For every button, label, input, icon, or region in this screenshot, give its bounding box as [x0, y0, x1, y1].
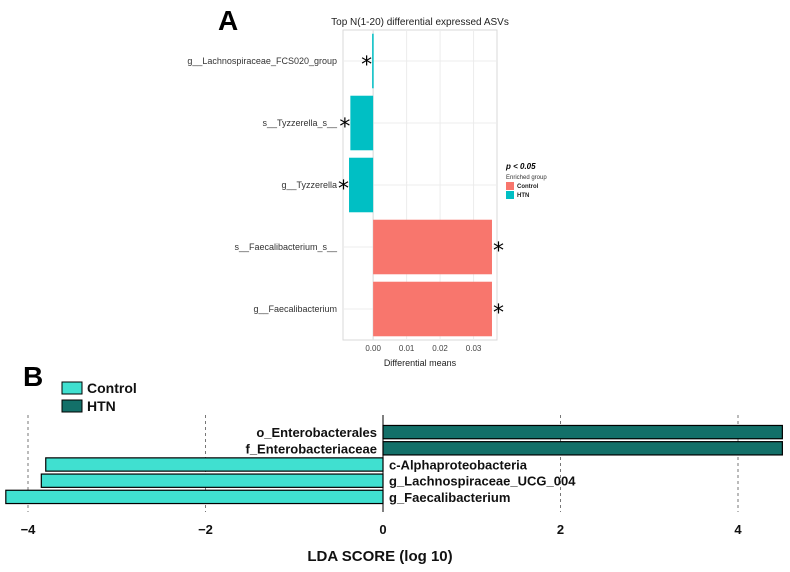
- panel-a-significance-marker-0: *: [361, 53, 372, 78]
- panel-a-bar-g-lachnospiraceae-fcs020-group: [372, 33, 374, 89]
- panel-a-significance-marker-3: *: [493, 239, 504, 264]
- panel-a-category-label-4: g__Faecalibacterium: [253, 304, 337, 314]
- panel-a-legend-swatch-control: [506, 182, 514, 190]
- panel-a-letter: A: [218, 5, 238, 36]
- panel-a-x-tick-0: 0.00: [365, 344, 381, 353]
- panel-a-category-label-2: g__Tyzzerella: [281, 180, 337, 190]
- panel-b-category-label-1: f_Enterobacteriaceae: [245, 441, 377, 456]
- panel-a-legend: p < 0.05 Enriched group Control HTN: [505, 162, 547, 199]
- panel-b-x-tick-1: −2: [198, 522, 213, 537]
- panel-b-tick-labels: −4 −2 0 2 4: [21, 522, 743, 537]
- panel-b-x-axis-label: LDA SCORE (log 10): [307, 548, 452, 565]
- panel-a-legend-title: p < 0.05: [505, 162, 536, 171]
- panel-a-legend-label-htn: HTN: [517, 193, 529, 199]
- panel-b-bar-g-lachnospiraceae-ucg-004: [40, 473, 384, 488]
- panel-a-x-tick-3: 0.03: [466, 344, 482, 353]
- panel-a-category-label-3: s__Faecalibacterium_s__: [234, 242, 338, 252]
- panel-a-category-labels: g__Lachnospiraceae_FCS020_group s__Tyzzer…: [187, 56, 338, 314]
- panel-b-bar-o-enterobacterales: [382, 424, 783, 440]
- panel-b-category-label-3: g_Lachnospiraceae_UCG_004: [389, 474, 576, 489]
- panel-a-bars: * * * * *: [338, 33, 504, 337]
- panel-b-x-tick-3: 2: [557, 522, 564, 537]
- panel-a-category-label-1: s__Tyzzerella_s__: [262, 118, 338, 128]
- panel-a-tick-labels: 0.00 0.01 0.02 0.03: [365, 344, 482, 353]
- panel-a-x-axis-label: Differential means: [384, 358, 457, 368]
- panel-b-x-tick-2: 0: [379, 522, 386, 537]
- panel-b: B Control HTN o_Enterobacteralesf_Entero…: [5, 361, 783, 565]
- panel-a-significance-marker-1: *: [339, 115, 350, 140]
- panel-b-category-label-0: o_Enterobacterales: [256, 425, 377, 440]
- panel-b-bar-f-enterobacteriaceae: [382, 441, 783, 456]
- panel-a-legend-label-control: Control: [517, 184, 539, 190]
- panel-a-category-label-0: g__Lachnospiraceae_FCS020_group: [187, 56, 337, 66]
- panel-a-significance-marker-2: *: [338, 177, 349, 202]
- panel-a-title: Top N(1-20) differential expressed ASVs: [331, 17, 509, 28]
- panel-b-legend-swatch-htn: [61, 399, 83, 413]
- panel-b-legend-label-htn: HTN: [87, 398, 116, 414]
- panel-a-x-tick-2: 0.02: [432, 344, 448, 353]
- panel-b-category-label-2: c-Alphaproteobacteria: [389, 458, 528, 473]
- panel-b-bar-c-alphaproteobacteria: [45, 457, 384, 472]
- panel-b-legend-swatch-control: [61, 381, 83, 395]
- panel-a-legend-subtitle: Enriched group: [506, 175, 547, 181]
- panel-a-bar-s-faecalibacterium-s: [373, 219, 492, 275]
- panel-a-significance-marker-4: *: [493, 301, 504, 326]
- panel-b-x-tick-4: 4: [734, 522, 742, 537]
- panel-b-letter: B: [23, 361, 43, 392]
- panel-b-category-label-4: g_Faecalibacterium: [389, 490, 510, 505]
- panel-a: A Top N(1-20) differential expressed ASV…: [187, 5, 547, 368]
- panel-b-legend-label-control: Control: [87, 380, 137, 396]
- panel-a-bar-g-faecalibacterium: [373, 281, 492, 337]
- panel-a-legend-swatch-htn: [506, 191, 514, 199]
- panel-a-bar-s-tyzzerella-s: [350, 95, 374, 151]
- panel-b-bars: [5, 424, 783, 505]
- panel-a-bar-g-tyzzerella: [349, 157, 374, 213]
- panel-b-legend: Control HTN: [61, 380, 137, 414]
- panel-b-x-tick-0: −4: [21, 522, 37, 537]
- panel-a-x-tick-1: 0.01: [399, 344, 415, 353]
- panel-b-bar-g-faecalibacterium: [5, 489, 384, 505]
